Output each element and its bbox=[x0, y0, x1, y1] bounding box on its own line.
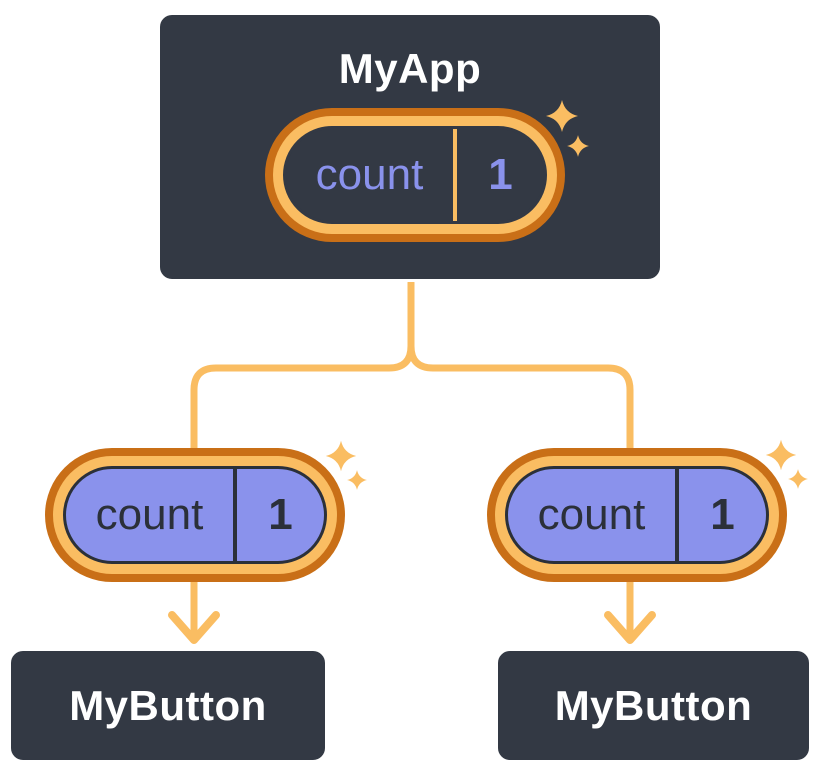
prop-pill-body: count 1 bbox=[505, 466, 769, 564]
prop-pill-key-label: count bbox=[537, 490, 646, 539]
prop-pill-ring: count 1 bbox=[495, 456, 779, 574]
state-pill-value: 1 bbox=[488, 150, 513, 199]
component-box-myapp: MyApp count 1 bbox=[157, 12, 663, 282]
component-box-mybutton-right: MyButton bbox=[495, 648, 812, 763]
component-label-mybutton-right: MyButton bbox=[554, 681, 753, 729]
component-box-mybutton-left: MyButton bbox=[8, 648, 328, 763]
component-label-myapp: MyApp bbox=[338, 45, 482, 92]
prop-pill-right: count 1 bbox=[487, 448, 787, 582]
state-pill-root: count 1 bbox=[265, 108, 565, 242]
prop-pill-value: 1 bbox=[268, 490, 293, 539]
prop-pill-value: 1 bbox=[710, 490, 735, 539]
prop-pill-divider bbox=[675, 469, 679, 561]
arrowhead-right-icon bbox=[604, 611, 656, 644]
prop-pill-left: count 1 bbox=[45, 448, 345, 582]
prop-pill-ring: count 1 bbox=[53, 456, 337, 574]
state-pill-ring: count 1 bbox=[273, 116, 557, 234]
state-pill-body: count 1 bbox=[283, 126, 547, 224]
state-pill-divider bbox=[453, 129, 457, 221]
prop-pill-key-label: count bbox=[95, 490, 204, 539]
prop-pill-body: count 1 bbox=[63, 466, 327, 564]
component-label-mybutton-left: MyButton bbox=[69, 681, 267, 729]
state-pill-key-label: count bbox=[315, 150, 424, 199]
arrowhead-left-icon bbox=[168, 611, 220, 644]
